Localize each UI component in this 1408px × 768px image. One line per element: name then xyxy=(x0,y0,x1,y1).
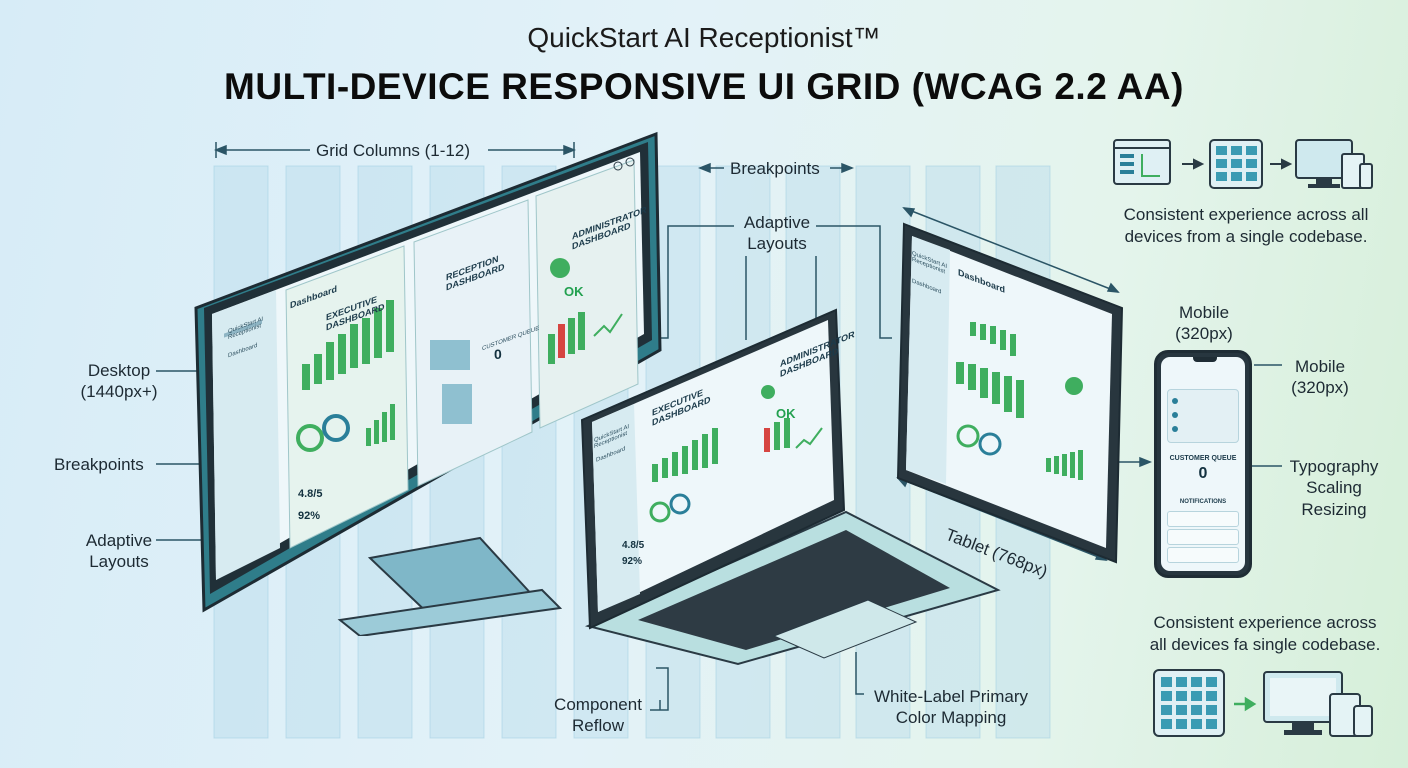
adaptive-layouts-top-label: Adaptive Layouts xyxy=(734,212,820,255)
mobile-customer-queue: CUSTOMER QUEUE xyxy=(1169,455,1237,462)
component-reflow-line1: Component xyxy=(554,695,642,714)
mobile-notch xyxy=(1193,357,1217,362)
grid-columns-label: Grid Columns (1-12) xyxy=(316,141,470,160)
laptop-percent: 92% xyxy=(622,556,643,567)
mobile-queue-value: 0 xyxy=(1198,465,1208,482)
subtitle: QuickStart AI Receptionist™ xyxy=(527,22,881,53)
arrow-right-icon xyxy=(1234,696,1257,712)
codebase-flow-bottom xyxy=(1153,669,1373,737)
typography-label: Typography Scaling Resizing xyxy=(1282,456,1386,520)
mobile-phone: CUSTOMER QUEUE 0 NOTIFICATIONS xyxy=(1154,350,1252,578)
laptop xyxy=(580,308,1001,666)
desktop-monitor xyxy=(194,131,662,636)
white-label-line2: Color Mapping xyxy=(895,708,1007,728)
code-window-icon xyxy=(1113,139,1171,185)
desktop-rating: 4.8/5 xyxy=(298,488,323,500)
white-label-line1: White-Label Primary xyxy=(874,687,1028,706)
codebase-flow-top xyxy=(1113,139,1373,189)
devices-icon xyxy=(1263,671,1373,737)
consistent-top-line2: devices from a single codebase. xyxy=(1124,227,1368,247)
adaptive-layouts-left-label: Adaptive Layouts xyxy=(60,530,178,573)
mobile-top-label: Mobile (320px) xyxy=(1156,302,1252,345)
desktop-label-line2: (1440px+) xyxy=(80,382,158,402)
typography-label-line3: Resizing xyxy=(1301,499,1367,519)
breakpoints-left-label: Breakpoints xyxy=(54,455,144,474)
mobile-list-card xyxy=(1167,389,1239,443)
breakpoints-top-label: Breakpoints xyxy=(730,159,820,178)
laptop-status-ok: OK xyxy=(776,406,796,421)
adaptive-layouts-left-line2: Layouts xyxy=(89,552,149,572)
page-title: MULTI-DEVICE RESPONSIVE UI GRID (WCAG 2.… xyxy=(224,66,1184,107)
mobile-notification-item[interactable] xyxy=(1167,547,1239,563)
consistent-bottom-line2: all devices fa single codebase. xyxy=(1149,635,1381,655)
mobile-notifications-title: NOTIFICATIONS xyxy=(1179,499,1227,505)
desktop-label-line1: Desktop xyxy=(87,361,151,380)
mobile-right-label: Mobile (320px) xyxy=(1280,356,1360,399)
grid-icon xyxy=(1153,669,1225,737)
typography-label-line2: Scaling xyxy=(1306,478,1362,498)
adaptive-layouts-top-line1: Adaptive xyxy=(743,213,811,232)
consistent-bottom-line1: Consistent experience across xyxy=(1153,613,1377,632)
mobile-top-label-line1: Mobile xyxy=(1178,303,1230,322)
component-reflow-line2: Reflow xyxy=(572,716,624,736)
tablet xyxy=(896,222,1124,564)
desktop-status-ok: OK xyxy=(564,284,584,299)
consistent-bottom-note: Consistent experience across all devices… xyxy=(1130,612,1400,656)
consistent-top-note: Consistent experience across all devices… xyxy=(1100,204,1392,248)
mobile-screen: CUSTOMER QUEUE 0 NOTIFICATIONS xyxy=(1161,357,1245,571)
desktop-queue-value: 0 xyxy=(494,346,502,362)
devices-icon xyxy=(1295,139,1373,189)
consistent-top-line1: Consistent experience across all xyxy=(1123,205,1369,224)
adaptive-layouts-top-line2: Layouts xyxy=(747,234,807,254)
mobile-right-label-line1: Mobile xyxy=(1294,357,1346,376)
mobile-top-label-line2: (320px) xyxy=(1175,324,1233,344)
laptop-rating: 4.8/5 xyxy=(622,540,645,551)
component-reflow-label: Component Reflow xyxy=(546,694,650,737)
mobile-right-label-line2: (320px) xyxy=(1291,378,1349,398)
grid-icon xyxy=(1209,139,1263,189)
typography-label-line1: Typography xyxy=(1289,457,1379,476)
desktop-percent: 92% xyxy=(298,510,321,522)
mobile-notification-item[interactable] xyxy=(1167,529,1239,545)
adaptive-layouts-left-line1: Adaptive xyxy=(85,531,153,550)
desktop-label: Desktop (1440px+) xyxy=(60,360,178,403)
mobile-notification-item[interactable] xyxy=(1167,511,1239,527)
white-label-label: White-Label Primary Color Mapping xyxy=(866,686,1036,729)
